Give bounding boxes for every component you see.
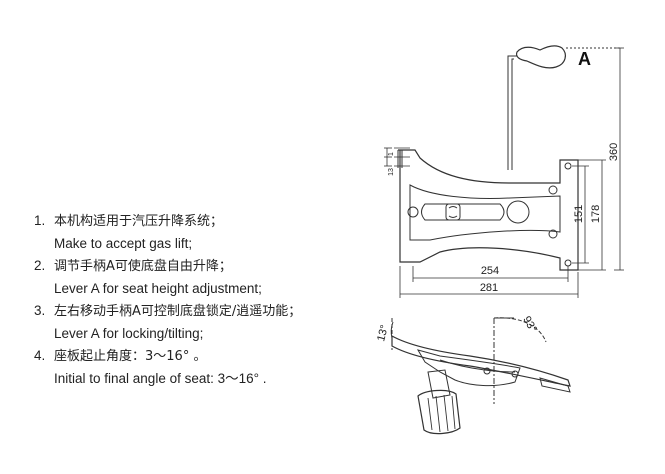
spec-number: 3. — [34, 303, 46, 318]
spec-item-gas-lift: 1. 本机构适用于汽压升降系统； Make to accept gas lift; — [34, 210, 364, 255]
tilt-slot — [421, 203, 505, 221]
angle-lever-rotation: 93° — [520, 314, 539, 334]
seat-plate — [391, 334, 571, 387]
spec-text-english: Lever A for seat height adjustment; — [54, 281, 262, 296]
dim-left-small-1: 1 — [388, 152, 395, 156]
spec-item-seat-angle: 4. 座板起止角度：3～16° 。 Initial to final angle … — [34, 345, 364, 390]
pivot-icon — [511, 370, 519, 378]
angle-seat-tilt: 13° — [375, 324, 391, 343]
spec-text-chinese: 座板起止角度：3～16° 。 — [54, 349, 207, 364]
pivot-icon — [483, 367, 491, 375]
lever-rod — [507, 55, 517, 170]
dim-height-outer: 178 — [590, 205, 602, 223]
spec-number: 4. — [34, 348, 46, 363]
lever-handle-icon — [515, 45, 566, 69]
dimension-lines — [384, 47, 624, 298]
corner-hole — [564, 259, 572, 267]
spec-text-chinese: 左右移动手柄A可控制底盘锁定/逍遥功能； — [54, 304, 302, 319]
gas-lift-bracket — [445, 203, 461, 221]
corner-hole — [548, 185, 558, 195]
corner-hole — [548, 229, 558, 239]
dim-left-small-2: 13 — [388, 168, 395, 176]
spec-text-english: Lever A for locking/tilting; — [54, 326, 204, 341]
spec-item-locking-tilting: 3. 左右移动手柄A可控制底盘锁定/逍遥功能； Lever A for locki… — [34, 300, 364, 345]
spec-list: 1. 本机构适用于汽压升降系统； Make to accept gas lift;… — [34, 210, 364, 390]
mechanism-body — [416, 349, 521, 387]
dim-width-inner: 254 — [481, 265, 499, 277]
dim-width-outer: 281 — [480, 282, 498, 294]
dim-height-inner: 151 — [573, 205, 585, 223]
spec-text-chinese: 本机构适用于汽压升降系统； — [54, 214, 224, 229]
spec-text-chinese: 调节手柄A可使底盘自由升降； — [54, 259, 232, 274]
spec-number: 1. — [34, 213, 46, 228]
corner-hole — [564, 162, 572, 170]
top-view — [394, 45, 620, 271]
spec-item-height-adjust: 2. 调节手柄A可使底盘自由升降； Lever A for seat height… — [34, 255, 364, 300]
spec-text-english: Initial to final angle of seat: 3～16° . — [54, 371, 267, 386]
dim-height-total: 360 — [608, 143, 620, 161]
center-hole — [506, 200, 530, 224]
side-lever — [539, 377, 571, 393]
spec-number: 2. — [34, 258, 46, 273]
gas-cylinder-sleeve — [417, 389, 461, 435]
lever-label: A — [578, 49, 591, 69]
spec-text-english: Make to accept gas lift; — [54, 236, 193, 251]
mount-hole — [407, 206, 419, 218]
base-plate — [398, 149, 579, 271]
side-view — [390, 317, 571, 435]
gas-cylinder — [427, 369, 451, 399]
